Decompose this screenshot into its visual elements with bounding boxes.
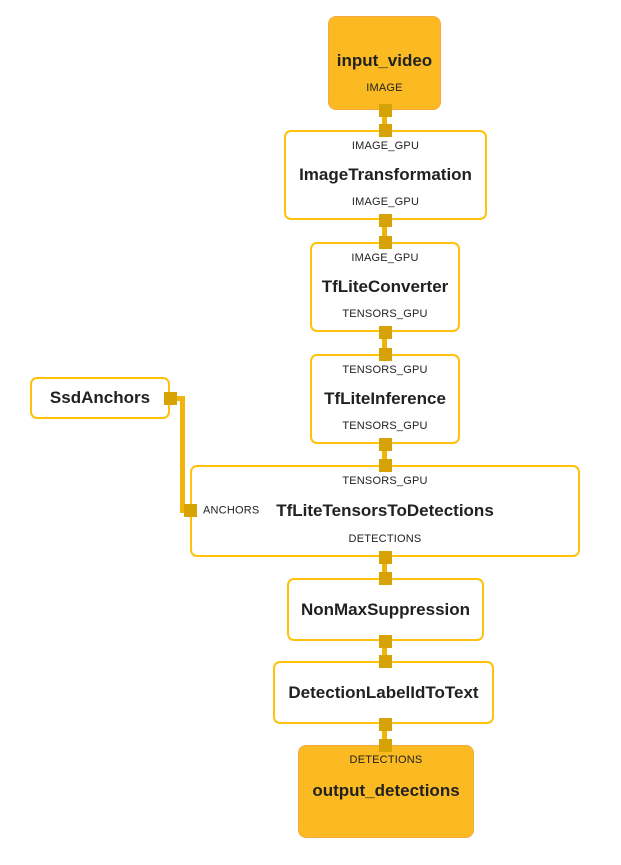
node-image-transformation[interactable]: IMAGE_GPU ImageTransformation IMAGE_GPU [284, 130, 487, 220]
node-title: TfLiteConverter [321, 277, 449, 296]
anchors-side-input-label: ANCHORS [203, 504, 260, 517]
port-tensors-to-detections-in[interactable] [379, 459, 392, 472]
input-stream-label: TENSORS_GPU [342, 475, 428, 487]
node-tflite-converter[interactable]: IMAGE_GPU TfLiteConverter TENSORS_GPU [310, 242, 460, 332]
port-tensors-to-detections-anchors-in[interactable] [184, 504, 197, 517]
port-non-max-suppression-out[interactable] [379, 635, 392, 648]
input-stream-label: DETECTIONS [349, 754, 423, 766]
node-title: DetectionLabelIdToText [288, 682, 479, 702]
edge-non-max-suppression-to-detection-label[interactable] [382, 639, 387, 663]
edge-detection-label-to-output-detections[interactable] [382, 722, 387, 747]
node-title: TfLiteInference [324, 389, 446, 408]
port-non-max-suppression-in[interactable] [379, 572, 392, 585]
port-tflite-converter-in[interactable] [379, 236, 392, 249]
port-input-video-out[interactable] [379, 104, 392, 117]
edge-image-transformation-to-tflite-converter[interactable] [382, 218, 387, 244]
edge-tflite-inference-to-tensors-to-detections[interactable] [382, 442, 387, 467]
edge-input-video-to-image-transformation[interactable] [382, 108, 387, 132]
input-stream-label: IMAGE_GPU [351, 140, 420, 152]
node-tflite-tensors-to-detections[interactable]: TENSORS_GPU ANCHORS TfLiteTensorsToDetec… [190, 465, 580, 557]
port-image-transformation-in[interactable] [379, 124, 392, 137]
port-image-transformation-out[interactable] [379, 214, 392, 227]
port-tflite-converter-out[interactable] [379, 326, 392, 339]
node-output-detections[interactable]: DETECTIONS output_detections [298, 745, 474, 838]
output-stream-label: IMAGE [366, 82, 403, 94]
node-title: ImageTransformation [299, 165, 472, 184]
output-stream-label: TENSORS_GPU [342, 308, 428, 320]
node-title: output_detections [312, 781, 460, 800]
node-title: NonMaxSuppression [300, 599, 471, 619]
output-stream-label: TENSORS_GPU [342, 420, 428, 432]
edge-tensors-to-detections-to-non-max-suppression[interactable] [382, 555, 387, 580]
port-ssd-anchors-out[interactable] [164, 392, 177, 405]
port-tflite-inference-in[interactable] [379, 348, 392, 361]
port-tensors-to-detections-out[interactable] [379, 551, 392, 564]
edge-ssd-anchors-elbow-vertical[interactable] [180, 396, 185, 512]
node-title: input_video [336, 51, 433, 70]
port-tflite-inference-out[interactable] [379, 438, 392, 451]
output-stream-label: IMAGE_GPU [351, 196, 420, 208]
node-title: SsdAnchors [49, 388, 151, 407]
node-input-video[interactable]: input_video IMAGE [328, 16, 441, 110]
node-ssd-anchors[interactable]: SsdAnchors [30, 377, 170, 419]
port-detection-label-in[interactable] [379, 655, 392, 668]
node-tflite-inference[interactable]: TENSORS_GPU TfLiteInference TENSORS_GPU [310, 354, 460, 444]
node-detection-label-id-to-text[interactable]: DetectionLabelIdToText [273, 661, 494, 724]
port-detection-label-out[interactable] [379, 718, 392, 731]
input-stream-label: TENSORS_GPU [342, 364, 428, 376]
output-stream-label: DETECTIONS [348, 533, 422, 545]
input-stream-label: IMAGE_GPU [351, 252, 419, 264]
edge-tflite-converter-to-tflite-inference[interactable] [382, 330, 387, 356]
port-output-detections-in[interactable] [379, 739, 392, 752]
node-non-max-suppression[interactable]: NonMaxSuppression [287, 578, 484, 641]
node-title: TfLiteTensorsToDetections [276, 501, 494, 520]
